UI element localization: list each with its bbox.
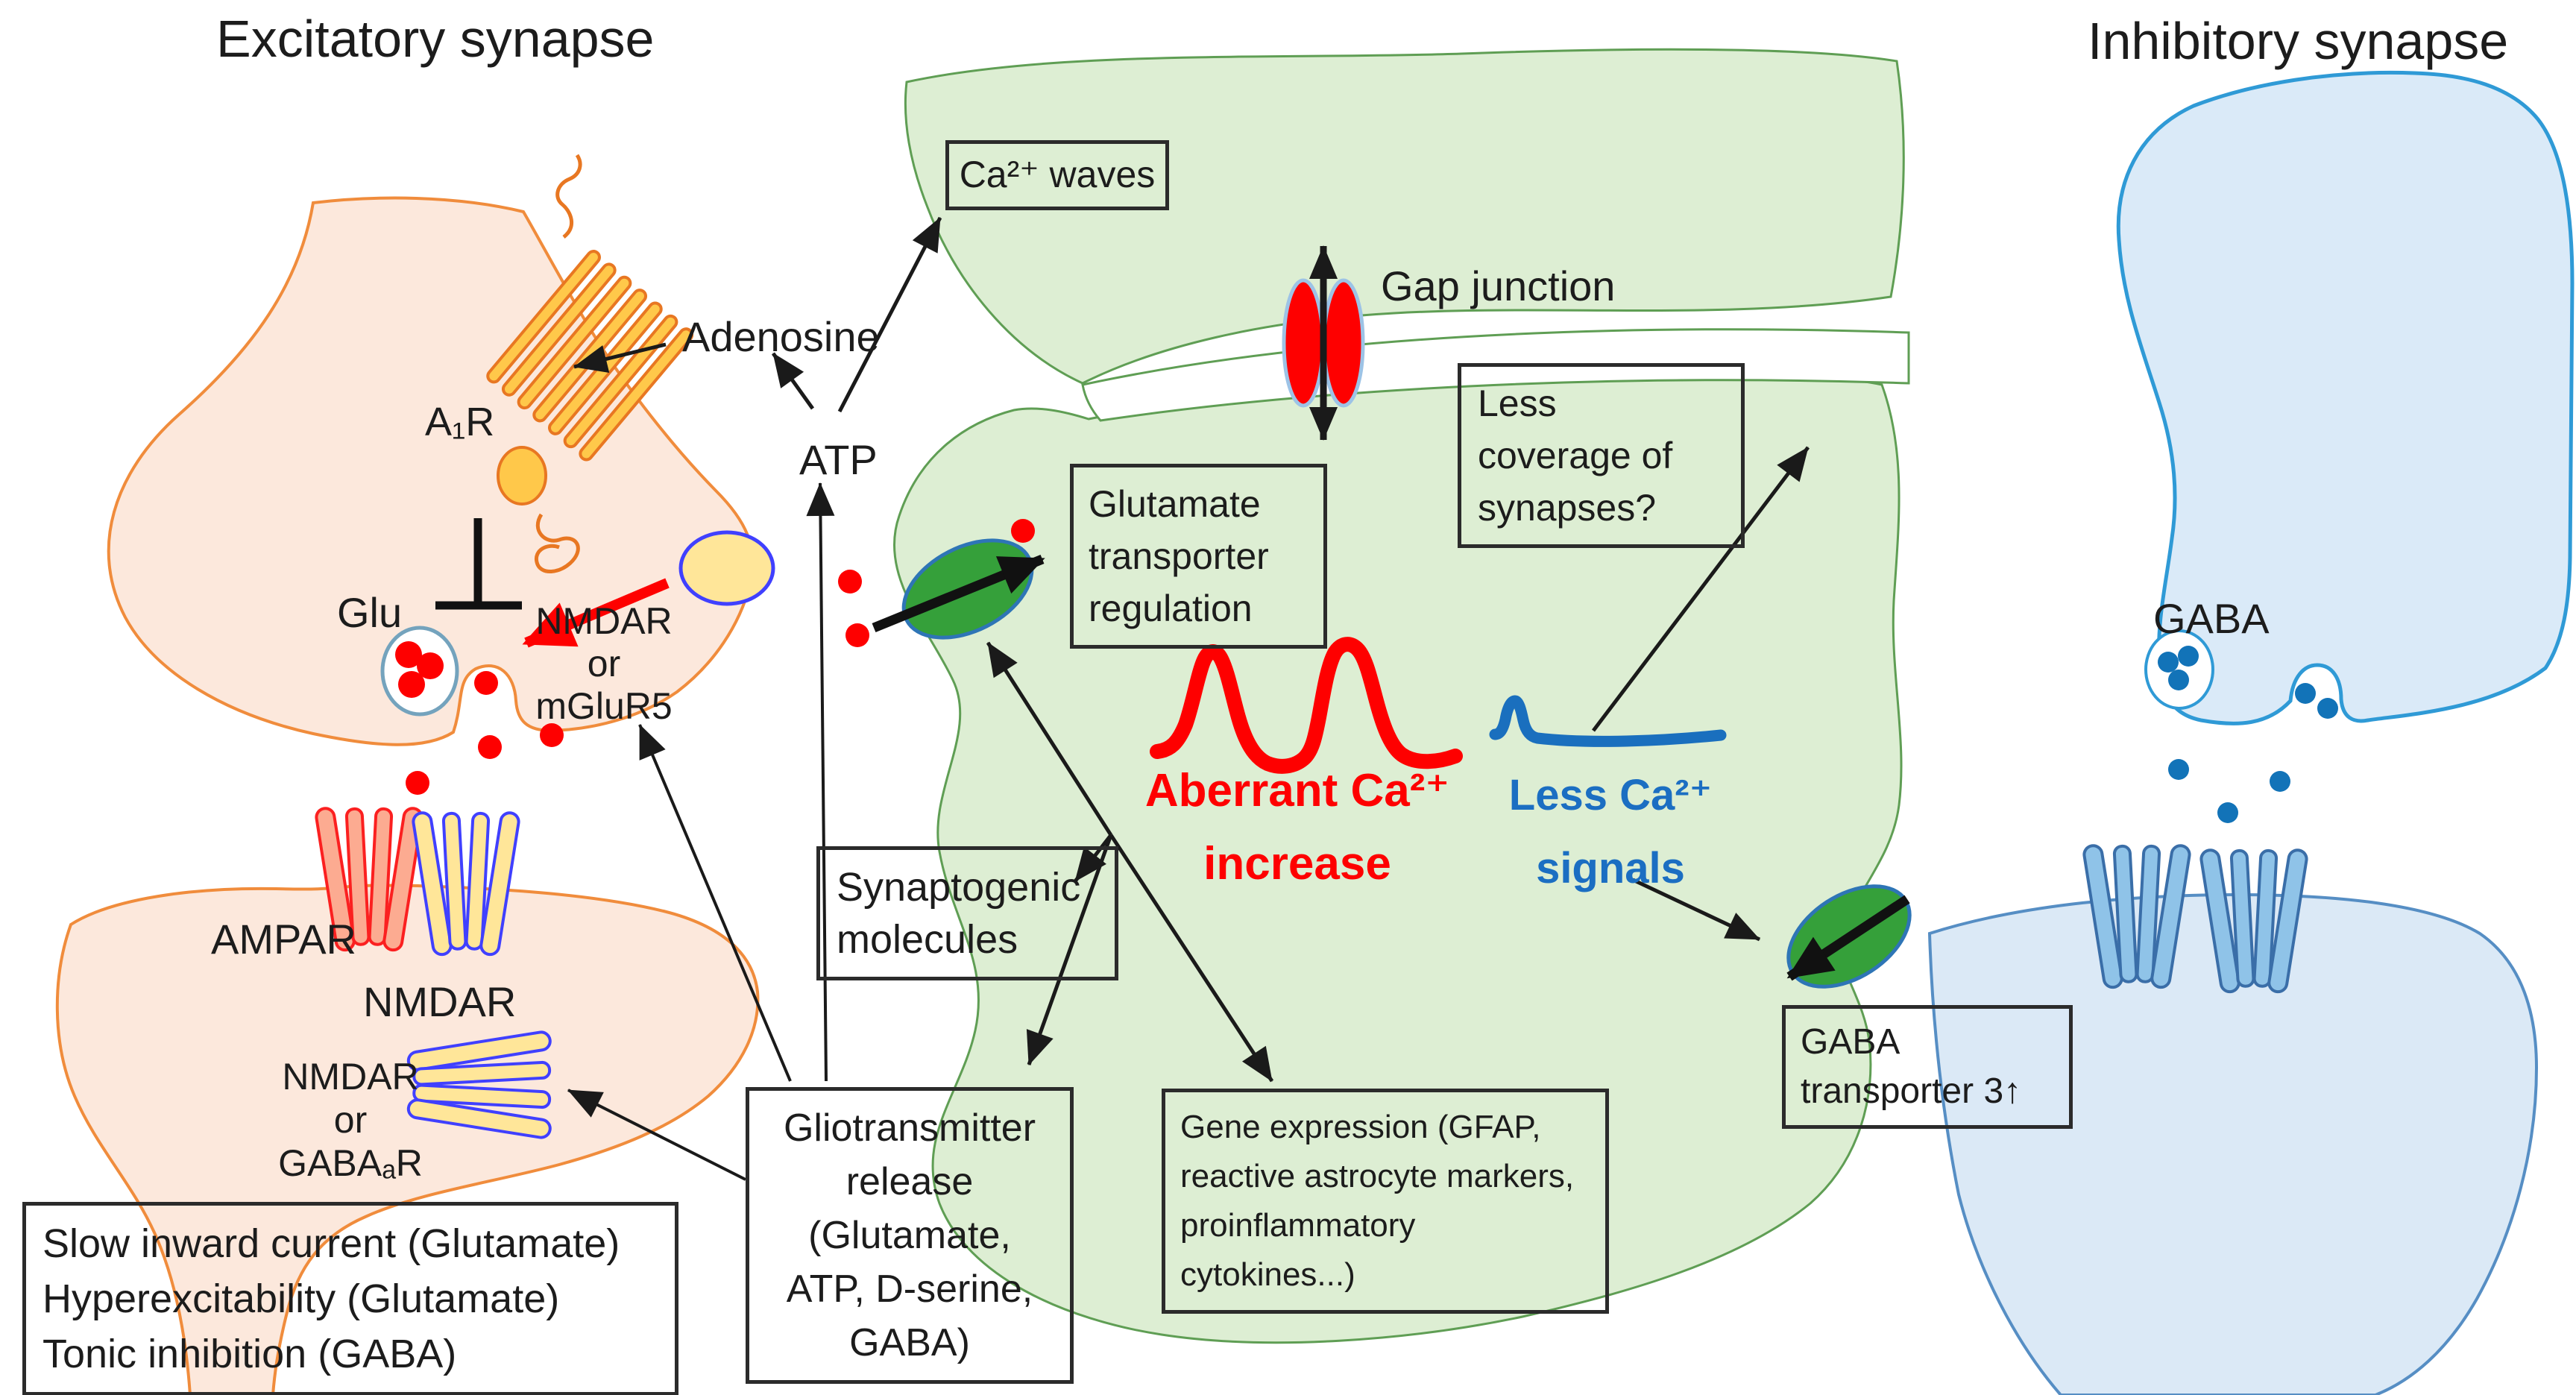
arrow-gliotransmitter-to-atp [806,482,835,1082]
ampar-label: AMPAR [211,916,356,963]
arrow-gliotransmitter-to-release-site [638,724,792,1082]
glutamate-dot [395,641,422,668]
glutamate-dot [474,671,498,695]
glutamate-uptake-arrow [872,554,1045,633]
astrocyte-main-body [892,374,1903,1344]
less-ca-signals-label: Less Ca²⁺ signals [1508,771,1713,892]
arrow-fan-to-gliotransmitter [1026,834,1113,1065]
glutamate-dot [845,623,869,647]
gap-junction-channel-icon [1322,278,1365,408]
astrocyte-upper-process [904,48,1905,385]
gaba-dot [2317,698,2338,719]
atp-label: ATP [799,436,878,483]
a1r-gprotein-icon [497,446,547,506]
inhibitory-synapse-title: Inhibitory synapse [2088,12,2509,70]
arrow-less-coverage [1592,446,1810,732]
arrow-atp-to-ca-waves [837,216,942,413]
gaba-label: GABA [2153,595,2270,642]
activation-red-arrow [522,578,670,648]
gaba-dot [2295,683,2316,704]
synaptogenic-molecules-box: Synaptogenic molecules [816,846,1118,980]
less-coverage-box: Less coverage of synapses? [1458,363,1745,548]
gliotransmitter-release-box: Gliotransmitter release (Glutamate, ATP,… [746,1087,1074,1384]
arrow-signals-to-gaba-transporter [1631,878,1761,942]
gap-junction-channel-icon [1282,278,1325,408]
nmdar-label: NMDAR [363,978,517,1025]
gaba-dot [2217,802,2238,823]
gaba-dot [2168,759,2189,780]
a1r-label: A₁R [425,400,495,444]
glutamate-dot [398,671,425,698]
arrow-atp-to-adenosine [771,352,815,410]
arrow-fan-to-gene-expression [1109,834,1274,1083]
gaba-dot [2270,771,2290,792]
glutamate-dot [540,723,564,747]
gaba-dot [2168,670,2189,690]
gaba-dot [2178,646,2199,667]
nmdar-mglur5-label: NMDAR or mGluR5 [535,600,673,727]
gene-expression-box: Gene expression (GFAP, reactive astrocyt… [1162,1089,1609,1314]
less-calcium-trace [1489,695,1727,747]
a1r-c-terminus-squiggle [534,513,580,573]
arrow-fan-to-glutamate-transporter [986,641,1113,837]
glutamate-dot [417,652,444,679]
aberrant-ca-increase-label: Aberrant Ca²⁺ increase [1144,765,1450,889]
gap-junction-label: Gap junction [1381,262,1616,309]
glutamate-dot [478,735,502,759]
inhibitory-presynaptic-terminal [2116,70,2575,725]
nmdar-mglur5-receptor-icon [678,530,775,606]
ca-waves-box: Ca²⁺ waves [945,140,1169,210]
glutamate-dot [1011,519,1035,543]
excitatory-synapse-title: Excitatory synapse [216,10,655,68]
nmdar-gabaar-label: NMDAR or GABAₐR [278,1056,423,1184]
adenosine-label: Adenosine [682,313,880,360]
gaba-transporter-box: GABA transporter 3↑ [1782,1005,2073,1129]
synaptic-effects-box: Slow inward current (Glutamate) Hyperexc… [22,1202,678,1395]
glutamate-dot [406,771,429,795]
gaba-uptake-arrow [1786,895,1910,981]
glutamate-transporter-regulation-box: Glutamate transporter regulation [1070,464,1327,649]
glutamate-dot [838,570,862,593]
gaba-dot [2158,652,2179,673]
aberrant-calcium-trace [1150,637,1463,774]
arrow-fan-to-synaptogenic [1074,834,1112,883]
arrow-adenosine-to-a1r [573,342,667,374]
arrow-gliotransmitter-to-extrasynaptic-receptor [567,1089,746,1181]
a1r-n-terminus-squiggle [555,154,582,239]
glu-label: Glu [337,589,403,636]
